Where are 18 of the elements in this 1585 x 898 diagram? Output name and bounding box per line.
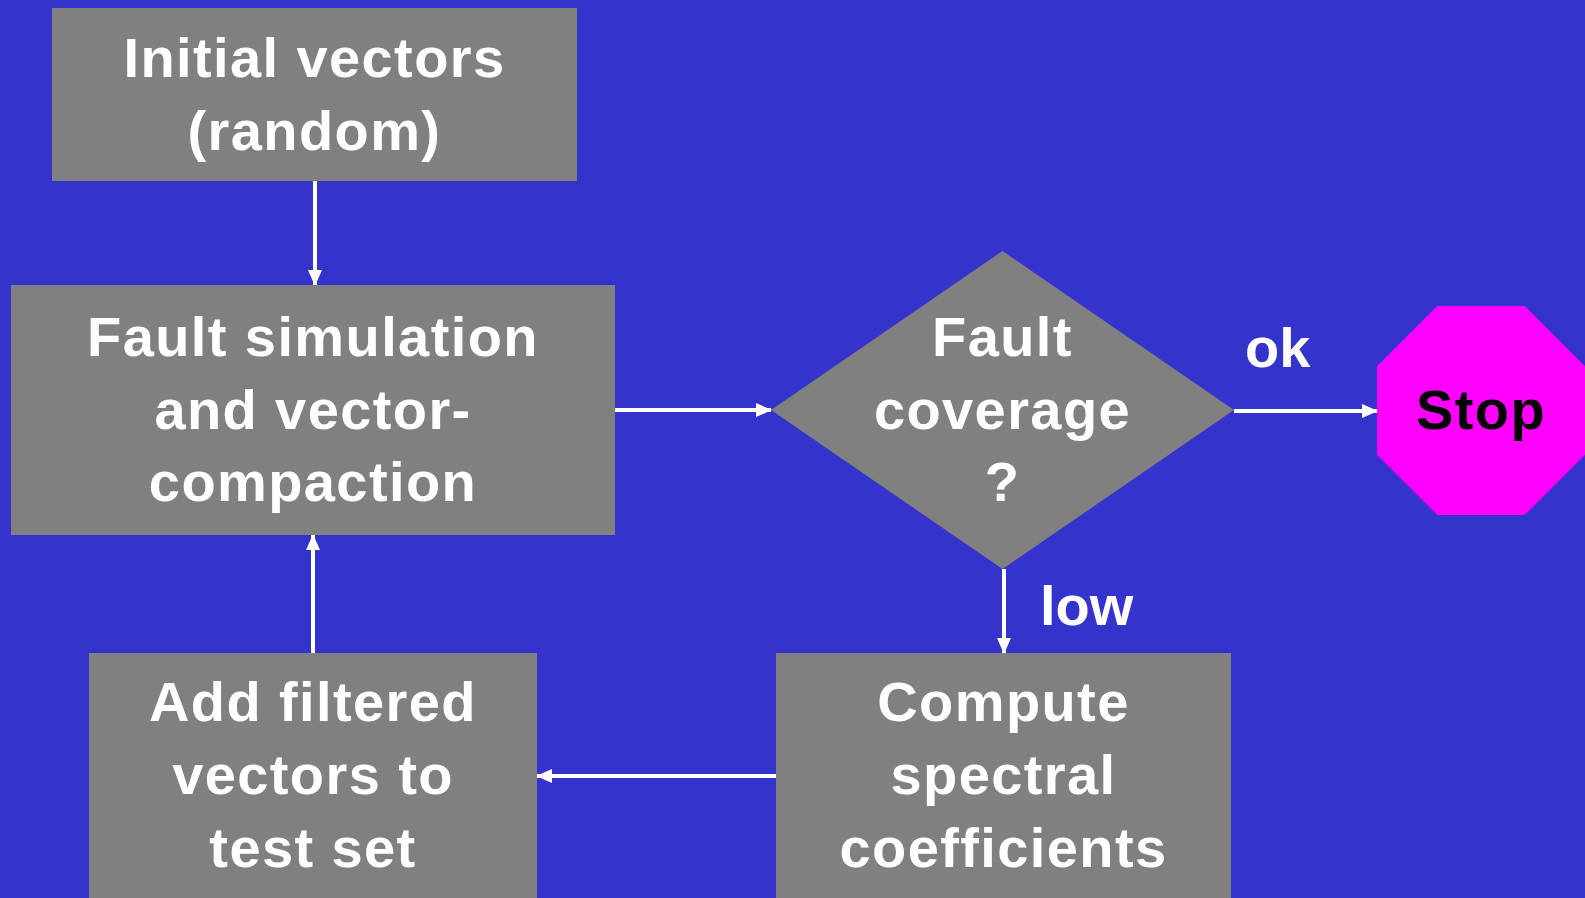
node-label: Add filtered vectors to test set — [148, 669, 478, 881]
arrow — [997, 569, 1011, 654]
node-label: Compute spectral coefficients — [838, 669, 1169, 881]
stop-octagon — [1377, 306, 1585, 515]
arrow — [306, 534, 320, 653]
process-box — [11, 285, 615, 535]
node-label: Initial vectors (random) — [122, 24, 507, 164]
process-box — [89, 653, 537, 898]
node-label: Fault coverage ? — [872, 303, 1133, 516]
arrow — [1234, 404, 1378, 418]
process-box — [52, 8, 577, 181]
arrow — [536, 769, 776, 783]
arrow — [615, 403, 772, 417]
node-label: Stop — [1415, 377, 1547, 444]
decision-diamond — [771, 251, 1234, 569]
node-label: Fault simulation and vector-compaction — [86, 303, 540, 516]
process-box — [776, 653, 1231, 898]
arrow — [308, 181, 322, 286]
